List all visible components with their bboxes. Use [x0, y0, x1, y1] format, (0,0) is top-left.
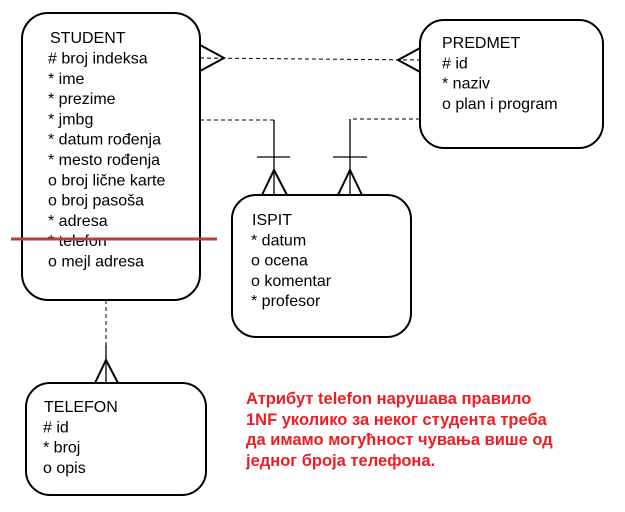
crows-foot-student: [199, 44, 227, 72]
relationship-student-predmet: [199, 44, 423, 74]
relationship-predmet-ispit: [333, 118, 420, 196]
note-line: једног броја телефона.: [246, 451, 436, 470]
attribute: * adresa: [48, 213, 108, 230]
attribute: o broj lične karte: [48, 172, 165, 189]
note-line: да имамо могућност чувања више од: [246, 431, 553, 449]
attribute: # id: [442, 55, 468, 72]
entity-title: PREDMET: [442, 35, 520, 52]
attribute: o plan i program: [442, 96, 558, 113]
attribute: # id: [43, 419, 69, 436]
attribute: o opis: [43, 460, 86, 477]
entity-title: ISPIT: [252, 212, 292, 229]
crows-foot-telefon: [94, 357, 119, 384]
relationship-student-ispit: [200, 119, 290, 196]
attribute: # broj indeksa: [48, 51, 148, 68]
attribute: * broj: [43, 440, 80, 457]
attribute: * datum: [251, 232, 306, 249]
attribute: * datum rođenja: [48, 132, 161, 149]
note-line: Атрибут telefon нарушава правило: [246, 390, 532, 408]
crows-foot-ispit-1: [261, 167, 288, 196]
entity-title: STUDENT: [50, 30, 126, 47]
attribute: o broj pasoša: [48, 193, 144, 210]
entity-telefon[interactable]: TELEFON # id * broj o opis: [25, 382, 207, 496]
attribute-telefon: * telefon: [48, 233, 107, 250]
entity-student[interactable]: STUDENT # broj indeksa * ime * prezime *…: [21, 12, 201, 301]
annotation-note: Атрибут telefon нарушава правило 1NF уко…: [246, 389, 616, 471]
attribute: * prezime: [48, 91, 116, 108]
crows-foot-predmet: [395, 46, 423, 74]
attribute: * jmbg: [48, 111, 93, 128]
entity-predmet[interactable]: PREDMET # id * naziv o plan i program: [419, 19, 604, 149]
attribute: o komentar: [251, 273, 332, 290]
attribute: * ime: [48, 71, 85, 88]
attribute: o ocena: [251, 253, 308, 270]
attribute: * profesor: [251, 293, 321, 310]
relationship-student-telefon: [94, 300, 119, 384]
crows-foot-ispit-2: [337, 167, 363, 196]
attribute: o mejl adresa: [48, 254, 144, 271]
entity-title: TELEFON: [44, 399, 118, 416]
note-line: 1NF уколико за неког студента треба: [246, 410, 547, 429]
entity-ispit[interactable]: ISPIT * datum o ocena o komentar * profe…: [231, 194, 412, 338]
attribute: * naziv: [442, 76, 490, 93]
attribute: * mesto rođenja: [48, 152, 160, 169]
